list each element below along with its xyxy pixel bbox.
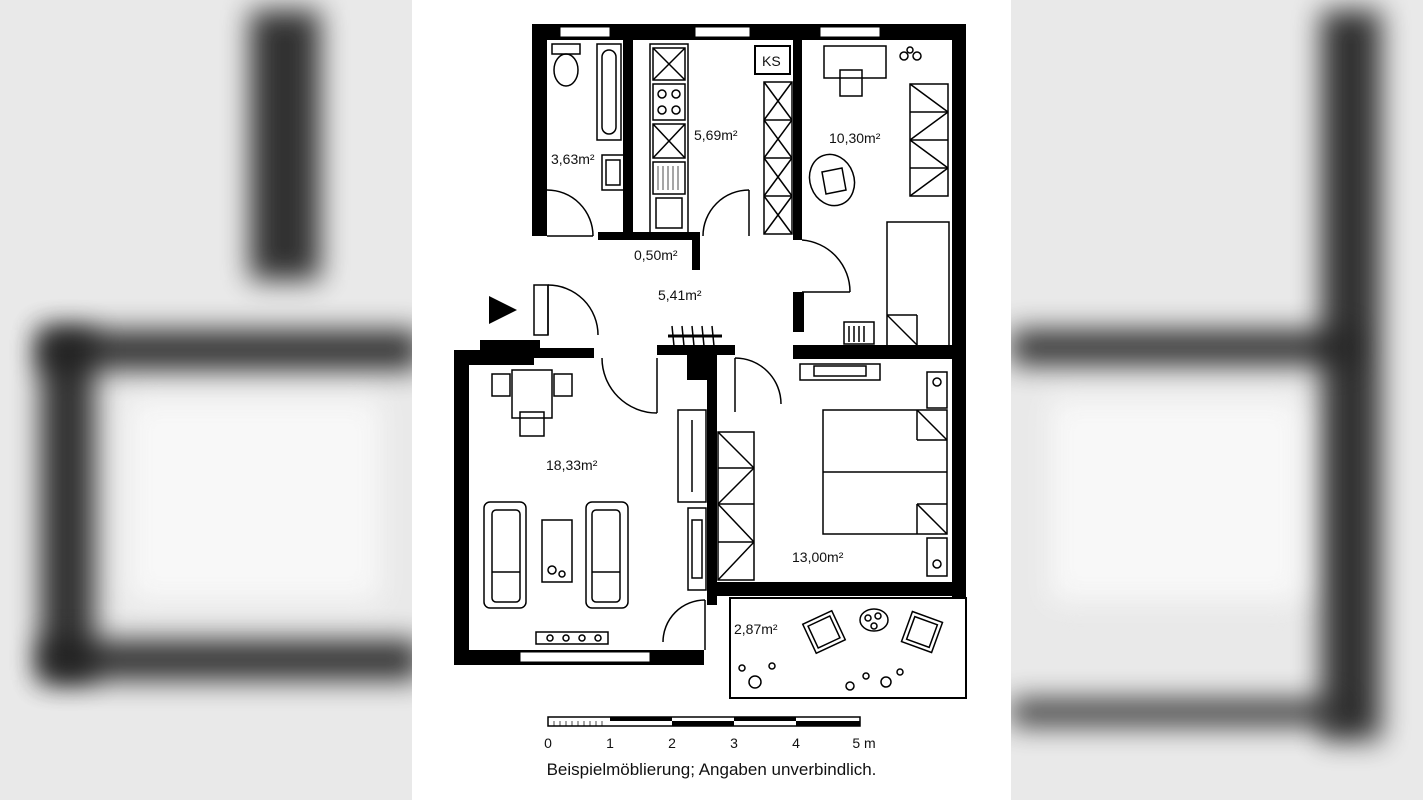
balcony-outline [729, 597, 967, 699]
scale-tick-4: 4 [792, 735, 800, 751]
disclaimer-caption: Beispielmöblierung; Angaben unverbindlic… [546, 760, 877, 779]
armchair [808, 153, 856, 207]
room-area-hallway: 5,41m² [658, 287, 702, 303]
bedroom-door[interactable] [734, 357, 782, 412]
nightstand-bottom [926, 537, 948, 577]
bottom-window-living [519, 651, 651, 663]
top-windows [559, 26, 881, 38]
room-area-bedroom: 13,00m² [792, 549, 844, 565]
blurred-backdrop-right [1011, 0, 1423, 800]
room-area-bathroom: 3,63m² [551, 151, 595, 167]
room-area-small-bedroom: 10,30m² [829, 130, 881, 146]
single-bed [886, 221, 950, 347]
room-area-kitchen: 5,69m² [694, 127, 738, 143]
interior-walls [534, 40, 952, 665]
scale-tick-0: 0 [544, 735, 552, 751]
nightstand-top [926, 371, 948, 409]
bathtub [596, 43, 622, 141]
sink [601, 154, 625, 191]
floor-plan: 3,63m² 5,69m² 10,30m² 0,50m² 5,41m² 18,3… [454, 24, 967, 751]
small-bedroom-door[interactable] [801, 239, 851, 293]
sofa-left [483, 501, 527, 609]
entry-door[interactable] [533, 284, 599, 336]
room-area-storage: 0,50m² [634, 247, 678, 263]
coffee-table [541, 519, 573, 583]
floor-plan-panel: 3,63m² 5,69m² 10,30m² 0,50m² 5,41m² 18,3… [412, 0, 1011, 800]
plant-bench [535, 631, 609, 645]
kitchen-counter [649, 43, 689, 235]
kitchen-cabinets-right [763, 81, 793, 235]
double-bed [822, 409, 948, 535]
wardrobe-small-bedroom [909, 83, 949, 197]
blurred-backdrop-left [0, 0, 412, 800]
toilet [551, 43, 581, 87]
kitchen-sink [652, 161, 686, 195]
scale-tick-1: 1 [606, 735, 614, 751]
bathroom-door[interactable] [546, 189, 594, 237]
entrance-arrow-icon [489, 296, 517, 324]
chimney-label: KS [762, 53, 781, 69]
dining-table [491, 369, 573, 437]
room-area-living-room: 18,33m² [546, 457, 598, 473]
sofa-right [585, 501, 629, 609]
wardrobe-bedroom [717, 431, 755, 581]
coat-rack [668, 325, 722, 347]
plant-top-right [899, 46, 922, 61]
balcony-door[interactable] [662, 599, 706, 650]
scale-bar [547, 716, 861, 727]
chimney-box [754, 45, 791, 75]
dresser-bedroom [799, 363, 881, 381]
scale-tick-5: 5 m [852, 735, 875, 751]
balcony-chair-right [900, 610, 944, 654]
tv-cabinet [687, 507, 707, 591]
bookshelf-small [843, 321, 875, 345]
sideboard-living [677, 409, 707, 503]
stove [652, 83, 686, 121]
kitchen-door[interactable] [702, 189, 750, 237]
living-room-door[interactable] [601, 357, 658, 414]
balcony-table [859, 608, 889, 632]
desk [823, 45, 887, 97]
balcony-plants [738, 662, 904, 691]
balcony-chair-left [801, 609, 847, 655]
scale-tick-3: 3 [730, 735, 738, 751]
scale-tick-2: 2 [668, 735, 676, 751]
room-area-balcony: 2,87m² [734, 621, 778, 637]
